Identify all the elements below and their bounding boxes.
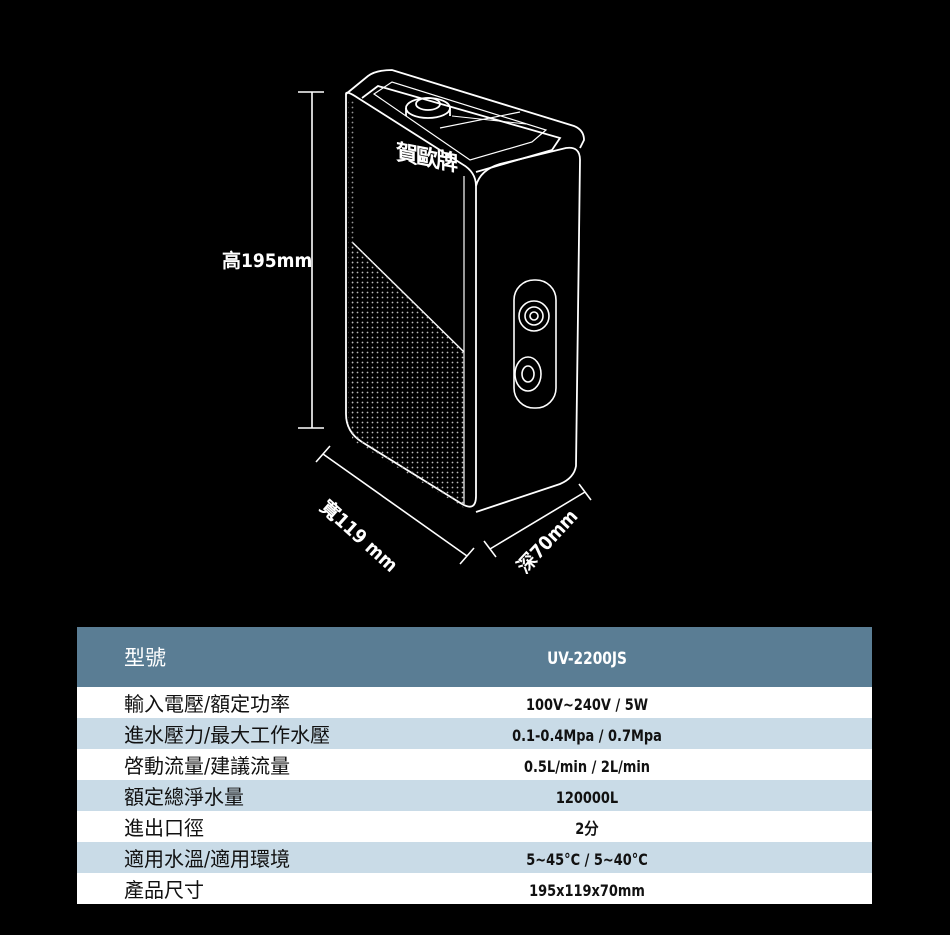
side-port-panel	[513, 279, 557, 409]
spec-value: 0.5L/min / 2L/min	[523, 756, 650, 776]
spec-label: 進出口徑	[77, 811, 462, 842]
table-row: 適用水溫/適用環境 5~45°C / 5~40°C	[77, 842, 872, 873]
table-row: 額定總淨水量 120000L	[77, 780, 872, 811]
spec-value: 5~45°C / 5~40°C	[526, 849, 648, 869]
model-label: 型號	[77, 627, 462, 687]
spec-label: 輸入電壓/額定功率	[77, 687, 462, 718]
spec-label: 額定總淨水量	[77, 780, 462, 811]
height-dimension-label: 高195mm	[222, 250, 313, 272]
spec-value: 2分	[575, 818, 599, 838]
table-row: 產品尺寸 195x119x70mm	[77, 873, 872, 904]
model-value: UV-2200JS	[547, 649, 627, 669]
speaker-grille	[352, 242, 464, 508]
spec-label: 產品尺寸	[77, 873, 462, 904]
table-row: 進出口徑 2分	[77, 811, 872, 842]
device-body	[345, 69, 585, 513]
spec-table: 型號 UV-2200JS 輸入電壓/額定功率 100V~240V / 5W 進水…	[77, 627, 872, 904]
width-dimension-line	[315, 445, 475, 565]
table-row: 輸入電壓/額定功率 100V~240V / 5W	[77, 687, 872, 718]
table-header-row: 型號 UV-2200JS	[77, 627, 872, 687]
spec-label: 進水壓力/最大工作水壓	[77, 718, 462, 749]
spec-label: 適用水溫/適用環境	[77, 842, 462, 873]
table-row: 啓動流量/建議流量 0.5L/min / 2L/min	[77, 749, 872, 780]
spec-label: 啓動流量/建議流量	[77, 749, 462, 780]
product-drawing: 賀歐牌 高195mm 寬119 mm 深70mm	[222, 69, 592, 578]
purifier-line-drawing	[298, 69, 592, 565]
table-row: 進水壓力/最大工作水壓 0.1-0.4Mpa / 0.7Mpa	[77, 718, 872, 749]
depth-dimension-line	[483, 483, 592, 558]
spec-value: 120000L	[555, 787, 619, 807]
spec-value: 0.1-0.4Mpa / 0.7Mpa	[512, 725, 662, 745]
spec-value: 100V~240V / 5W	[525, 694, 649, 714]
height-dimension-line	[298, 91, 324, 429]
spec-value: 195x119x70mm	[529, 880, 645, 900]
